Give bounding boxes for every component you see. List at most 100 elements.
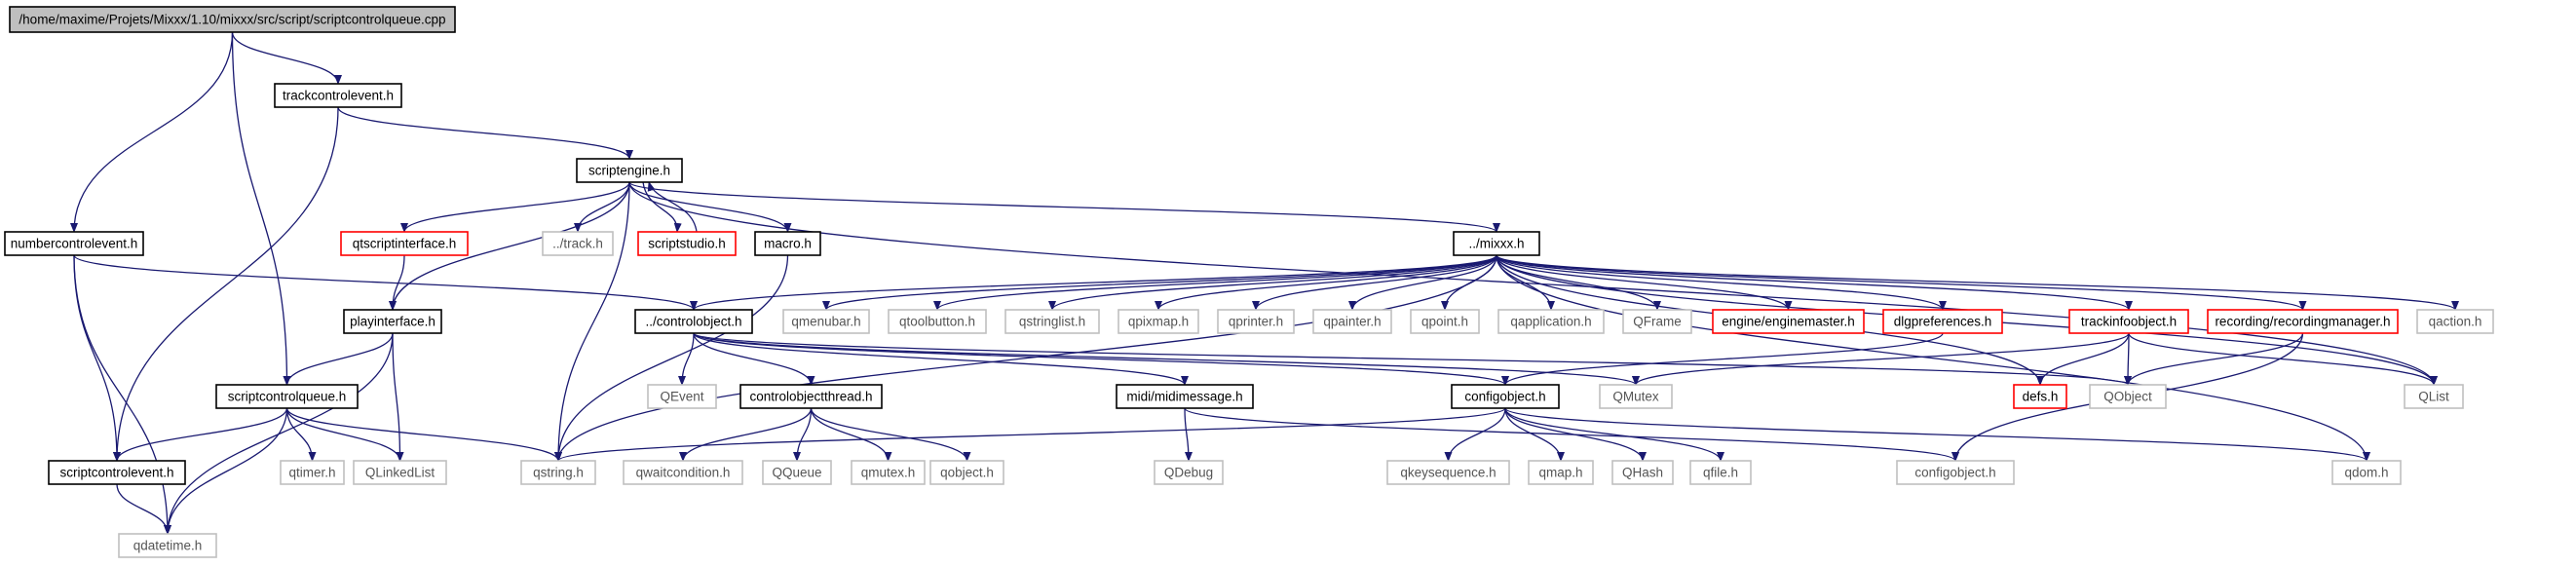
node-box [1599,384,1673,409]
node-label: qfile.h [1703,466,1738,480]
node-label: qaction.h [2429,315,2482,329]
node-qprinter[interactable]: qprinter.h [1217,309,1295,334]
node-label: ../track.h [552,237,603,251]
node-label: qstring.h [533,466,584,480]
node-qlinkedlist[interactable]: QLinkedList [353,460,447,485]
edge-controlobject-to-midimessage [693,332,1189,386]
node-playinterface[interactable]: playinterface.h [343,309,442,334]
node-qaction[interactable]: qaction.h [2416,309,2494,334]
node-label: configobject.h [1914,466,1995,480]
edge-numbercontrolevent-to-qdatetime [73,254,171,535]
node-box [623,460,743,485]
node-label: engine/enginemaster.h [1722,315,1855,329]
node-box [1622,309,1692,334]
node-box [1611,460,1674,485]
node-qevent[interactable]: QEvent [647,384,717,409]
edge-scriptengine-to-qstring [554,181,630,462]
edge-numbercontrolevent-to-scriptcontrolevent [73,254,121,462]
node-qobject-cls[interactable]: QObject [2089,384,2167,409]
node-mixxx[interactable]: ../mixxx.h [1453,231,1540,256]
edge-controlobjectthread-to-qwaitcondition [679,407,813,462]
node-controlobject[interactable]: ../controlobject.h [634,309,753,334]
node-numbercontrolevent[interactable]: numbercontrolevent.h [4,231,144,256]
node-qstringlist[interactable]: qstringlist.h [1004,309,1100,334]
node-configobject[interactable]: configobject.h [1451,384,1560,409]
edge-playinterface-to-qlinkedlist [392,332,404,462]
node-macro[interactable]: macro.h [754,231,821,256]
edge-scriptcontrolevent-to-qdatetime [116,483,171,535]
node-qtimer[interactable]: qtimer.h [280,460,345,485]
node-qkeysequence[interactable]: qkeysequence.h [1386,460,1510,485]
node-qwaitcondition[interactable]: qwaitcondition.h [623,460,743,485]
node-track[interactable]: ../track.h [542,231,614,256]
node-box [1386,460,1510,485]
edge-controlobjectthread-to-qobject-h [810,407,971,462]
nodes: /home/maxime/Projets/Mixxx/1.10/mixxx/sr… [4,6,2494,558]
node-scriptstudio[interactable]: scriptstudio.h [637,231,737,256]
node-label: qstringlist.h [1019,315,1085,329]
edge-scriptcontrolqueue-to-qstring [285,407,562,462]
edge-scriptengine-to-macro [628,181,792,233]
node-label: QDebug [1164,466,1213,480]
node-qmutex[interactable]: QMutex [1599,384,1673,409]
node-qdom[interactable]: qdom.h [2331,460,2402,485]
node-qtoolbutton[interactable]: qtoolbutton.h [888,309,987,334]
node-box [888,309,987,334]
node-qpainter[interactable]: qpainter.h [1312,309,1392,334]
node-qpixmap[interactable]: qpixmap.h [1118,309,1199,334]
edge-mixxx-to-qtoolbutton [933,254,1497,311]
node-label: qwaitcondition.h [636,466,731,480]
node-label: dlgpreferences.h [1894,315,1992,329]
node-scriptcontrolqueue[interactable]: scriptcontrolqueue.h [215,384,359,409]
node-qobject-h[interactable]: qobject.h [929,460,1004,485]
node-recordingmanager[interactable]: recording/recordingmanager.h [2207,309,2399,334]
edge-controlobject-to-configobject [693,332,1509,386]
node-label: qtoolbutton.h [899,315,975,329]
node-configobject-grey[interactable]: configobject.h [1896,460,2015,485]
node-qqueue[interactable]: QQueue [762,460,832,485]
node-qmap[interactable]: qmap.h [1528,460,1594,485]
node-qmenubar[interactable]: qmenubar.h [782,309,870,334]
node-box [1497,309,1605,334]
node-scriptengine[interactable]: scriptengine.h [576,158,683,183]
node-box [9,6,456,33]
node-qmutex-h[interactable]: qmutex.h [851,460,926,485]
node-qtscriptinterface[interactable]: qtscriptinterface.h [340,231,469,256]
node-trackcontrolevent[interactable]: trackcontrolevent.h [274,83,402,108]
node-label: QFrame [1633,315,1682,329]
node-qlist[interactable]: QList [2404,384,2464,409]
node-label: qpainter.h [1323,315,1381,329]
node-enginemaster[interactable]: engine/enginemaster.h [1712,309,1865,334]
node-label: scriptengine.h [588,164,670,178]
node-qdebug[interactable]: QDebug [1154,460,1224,485]
node-defs[interactable]: defs.h [2013,384,2067,409]
node-qpoint[interactable]: qpoint.h [1410,309,1480,334]
node-label: scriptcontrolqueue.h [228,390,347,404]
node-box [343,309,442,334]
node-dlgpreferences[interactable]: dlgpreferences.h [1882,309,2003,334]
node-box [1154,460,1224,485]
node-label: midi/midimessage.h [1126,390,1242,404]
node-midimessage[interactable]: midi/midimessage.h [1116,384,1254,409]
node-qdatetime[interactable]: qdatetime.h [118,533,217,558]
node-box [2331,460,2402,485]
edge-mixxx-to-dlgpreferences [1496,254,1947,311]
edge-controlobjectthread-to-qmutex-h [810,407,892,462]
node-qhash[interactable]: QHash [1611,460,1674,485]
node-qapplication[interactable]: qapplication.h [1497,309,1605,334]
edge-scriptcontrolqueue-to-scriptcontrolevent [113,407,288,462]
node-label: scriptcontrolevent.h [59,466,173,480]
edge-scriptengine-to-playinterface [389,181,630,311]
edge-mixxx-to-qprinter [1252,254,1497,311]
edges [70,31,2459,535]
node-qstring[interactable]: qstring.h [520,460,596,485]
node-root[interactable]: /home/maxime/Projets/Mixxx/1.10/mixxx/sr… [9,6,456,33]
node-scriptcontrolevent[interactable]: scriptcontrolevent.h [48,460,186,485]
node-controlobjectthread[interactable]: controlobjectthread.h [739,384,883,409]
node-qfile[interactable]: qfile.h [1689,460,1752,485]
node-label: macro.h [764,237,812,251]
node-trackinfoobject[interactable]: trackinfoobject.h [2068,309,2189,334]
node-qframe[interactable]: QFrame [1622,309,1692,334]
node-label: QLinkedList [365,466,436,480]
node-label: ../mixxx.h [1468,237,1524,251]
